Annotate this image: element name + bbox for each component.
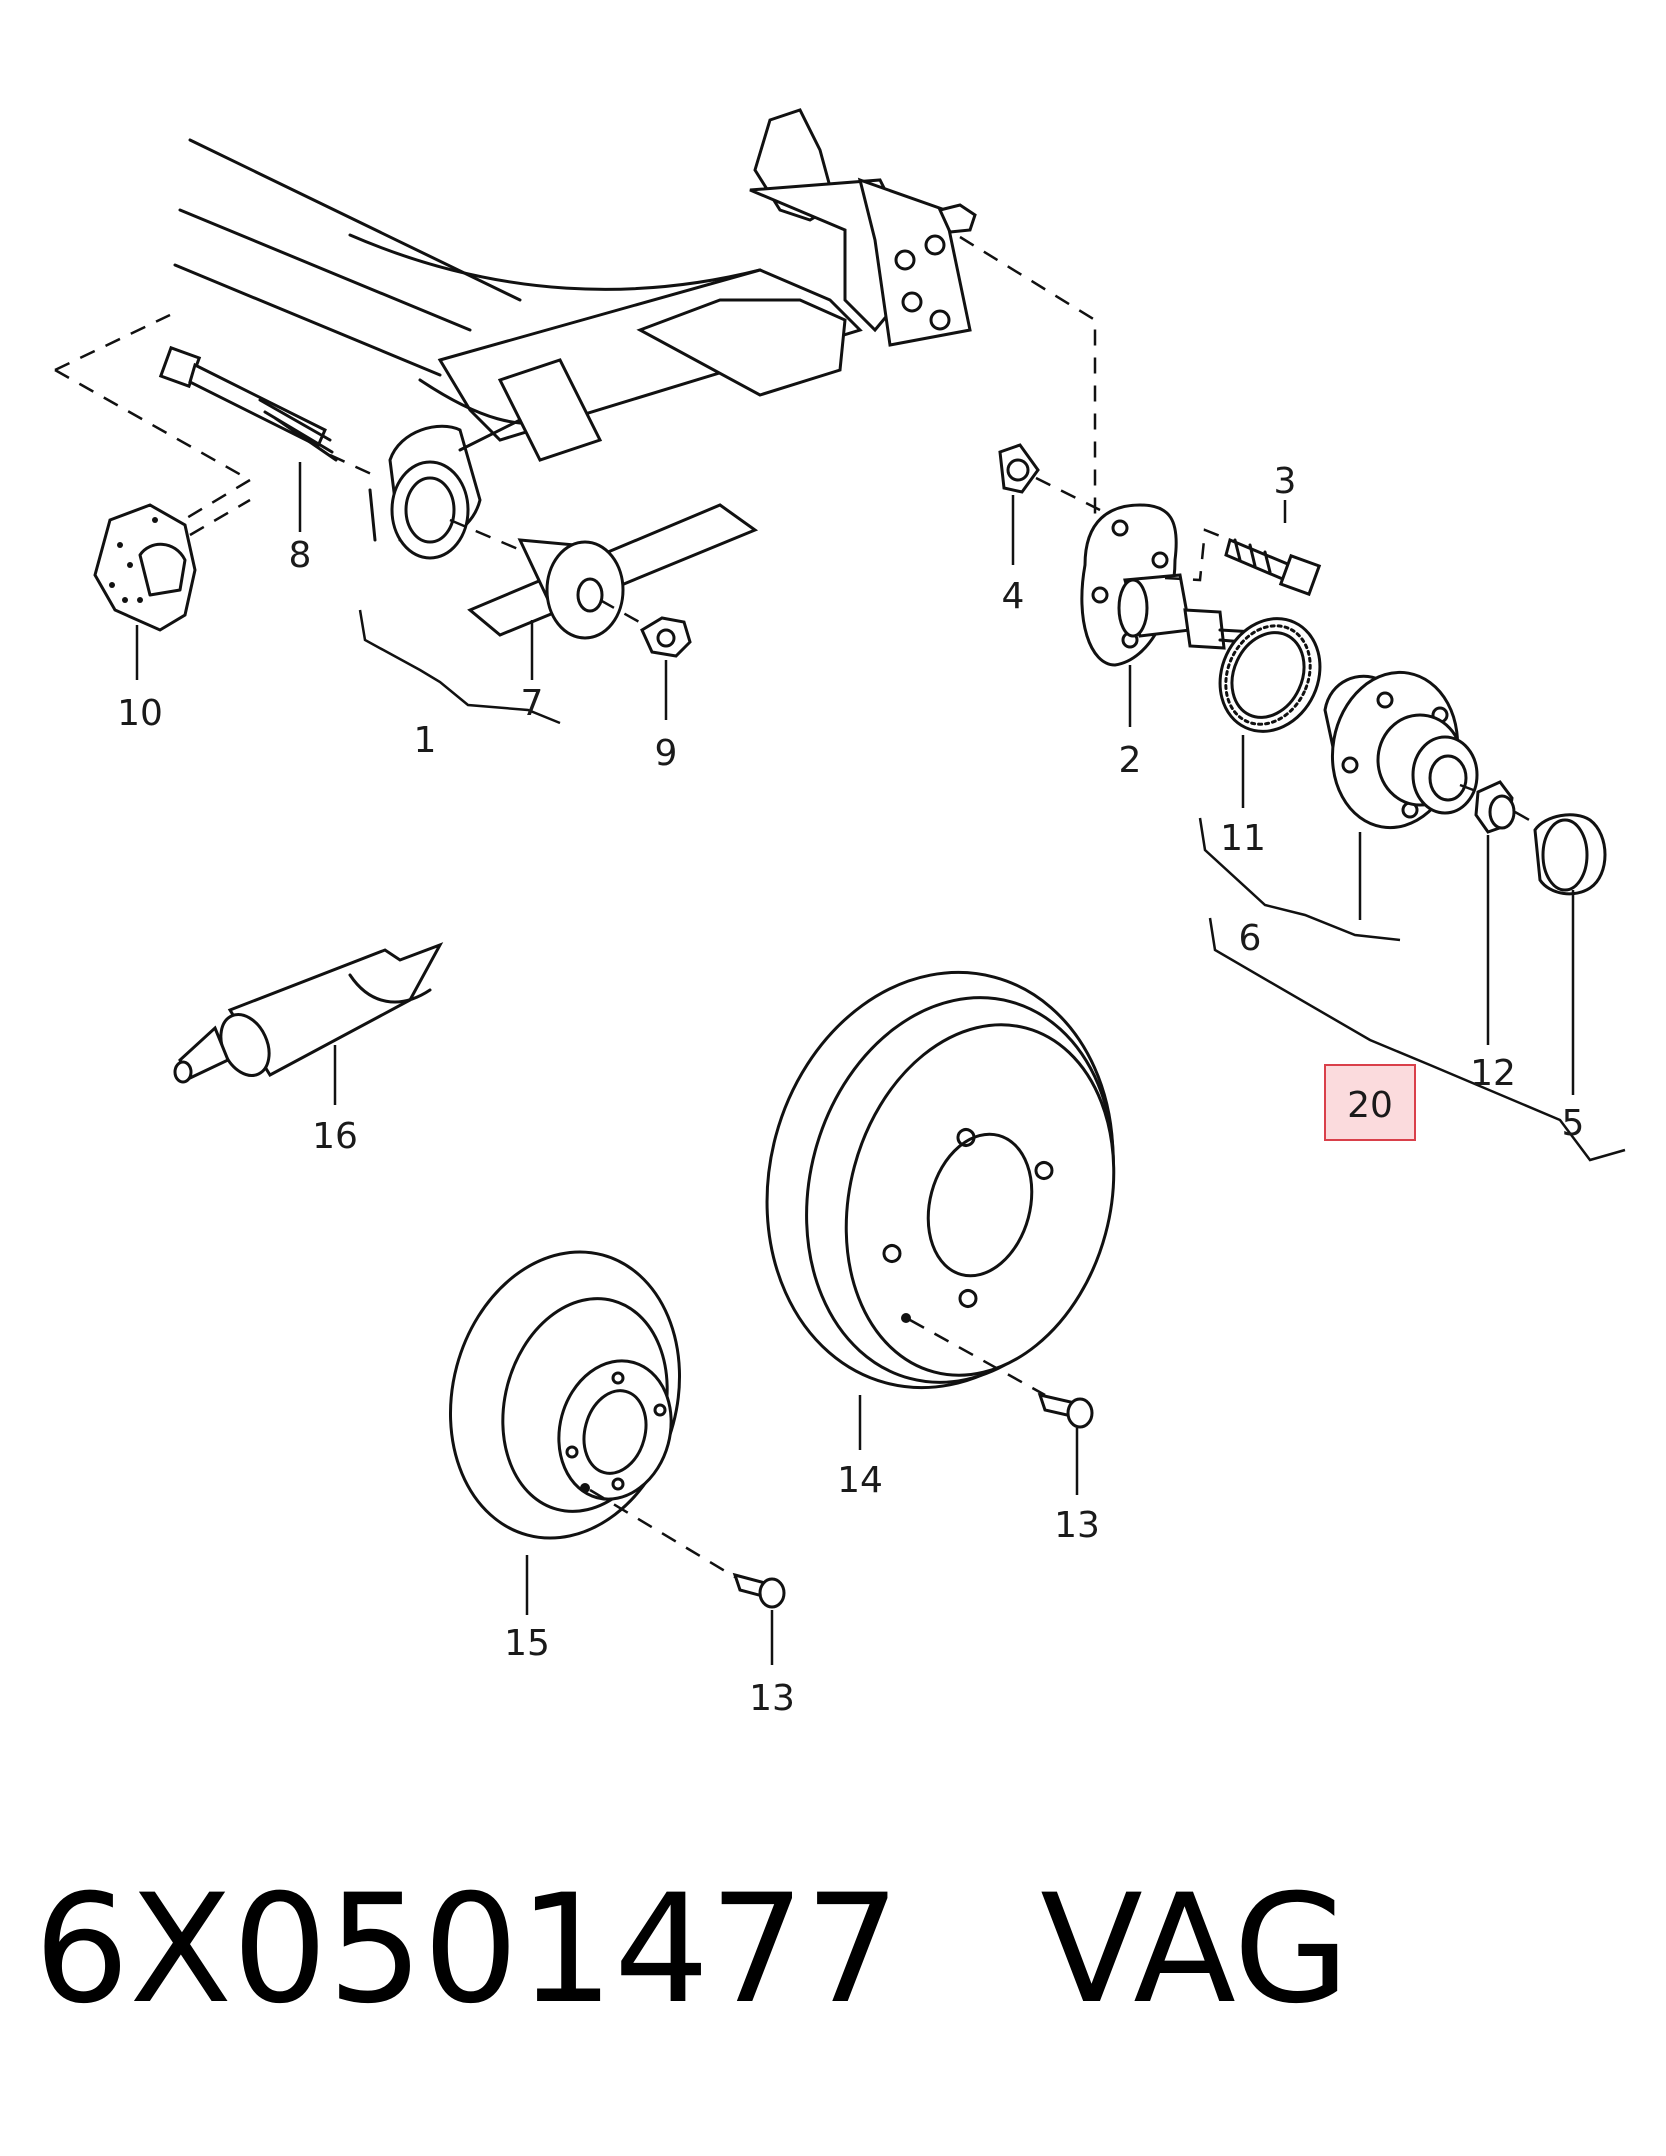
callout-16: 16 (312, 1116, 358, 1157)
mount-pad-10 (93, 503, 197, 632)
nut-9 (640, 616, 692, 658)
screw-13-upper (1037, 1392, 1094, 1429)
stub-axle-2 (1080, 503, 1257, 667)
leader-lines (135, 462, 1575, 1665)
callout-6: 6 (1239, 918, 1262, 959)
brake-disc-15 (448, 1250, 682, 1540)
callout-14: 14 (837, 1460, 883, 1501)
rear-axle-beam (173, 108, 977, 637)
screw-13-lower (732, 1572, 786, 1609)
axle-nut-12 (1474, 780, 1516, 834)
callout-13-upper: 13 (1054, 1505, 1100, 1546)
brand-name: VAG (1040, 1863, 1350, 2037)
callout-15: 15 (504, 1623, 550, 1664)
callout-7: 7 (521, 683, 544, 724)
group-brackets (358, 609, 1626, 1162)
bolt-8 (158, 345, 338, 462)
callout-9: 9 (655, 733, 678, 774)
callout-8: 8 (289, 535, 312, 576)
cap-4 (998, 443, 1040, 494)
callout-2: 2 (1119, 740, 1142, 781)
brake-drum-14 (765, 970, 1116, 1390)
abs-ring-11 (1218, 617, 1322, 733)
highlight-box-20 (1324, 1064, 1416, 1141)
part-number: 6X0501477 (34, 1863, 901, 2037)
callout-13-lower: 13 (749, 1678, 795, 1719)
grease-tube-16 (173, 942, 444, 1084)
bolt-3 (1224, 537, 1322, 597)
bushing-7 (517, 538, 625, 640)
wheel-hub-6 (1323, 670, 1479, 830)
dust-cap-5 (1533, 813, 1607, 896)
callout-5: 5 (1562, 1103, 1585, 1144)
callout-20: 20 (1347, 1085, 1393, 1126)
callout-labels: 1 2 3 4 5 6 7 8 9 10 11 12 13 13 14 15 1… (117, 461, 1584, 1719)
callout-4: 4 (1002, 576, 1025, 617)
callout-1: 1 (414, 720, 437, 761)
callout-3: 3 (1274, 461, 1297, 502)
callout-11: 11 (1220, 818, 1266, 859)
callout-10: 10 (117, 693, 163, 734)
callout-12: 12 (1470, 1053, 1516, 1094)
